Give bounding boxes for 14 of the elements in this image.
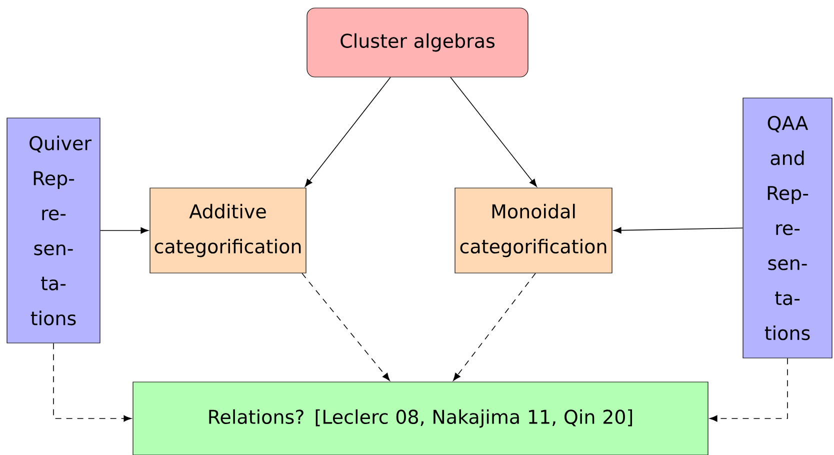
process-box: Monoidal categorification — [454, 188, 612, 274]
arrow — [710, 358, 788, 422]
arrow — [53, 342, 132, 422]
process-box: Cluster algebras — [306, 8, 528, 78]
arrow — [100, 227, 149, 234]
process-box: Quiver Rep- re- sen- ta- tions — [6, 118, 100, 344]
arrow — [614, 227, 744, 234]
arrow — [302, 272, 390, 381]
arrow — [304, 76, 391, 187]
process-box: QAA and Rep- re- sen- ta- tions — [742, 98, 832, 358]
process-box: Relations? [Leclerc 08, Nakajima 11, Qin 20] — [132, 382, 708, 455]
process-box: Additive categorification — [150, 188, 306, 274]
arrow — [450, 76, 537, 187]
arrow — [453, 272, 536, 381]
